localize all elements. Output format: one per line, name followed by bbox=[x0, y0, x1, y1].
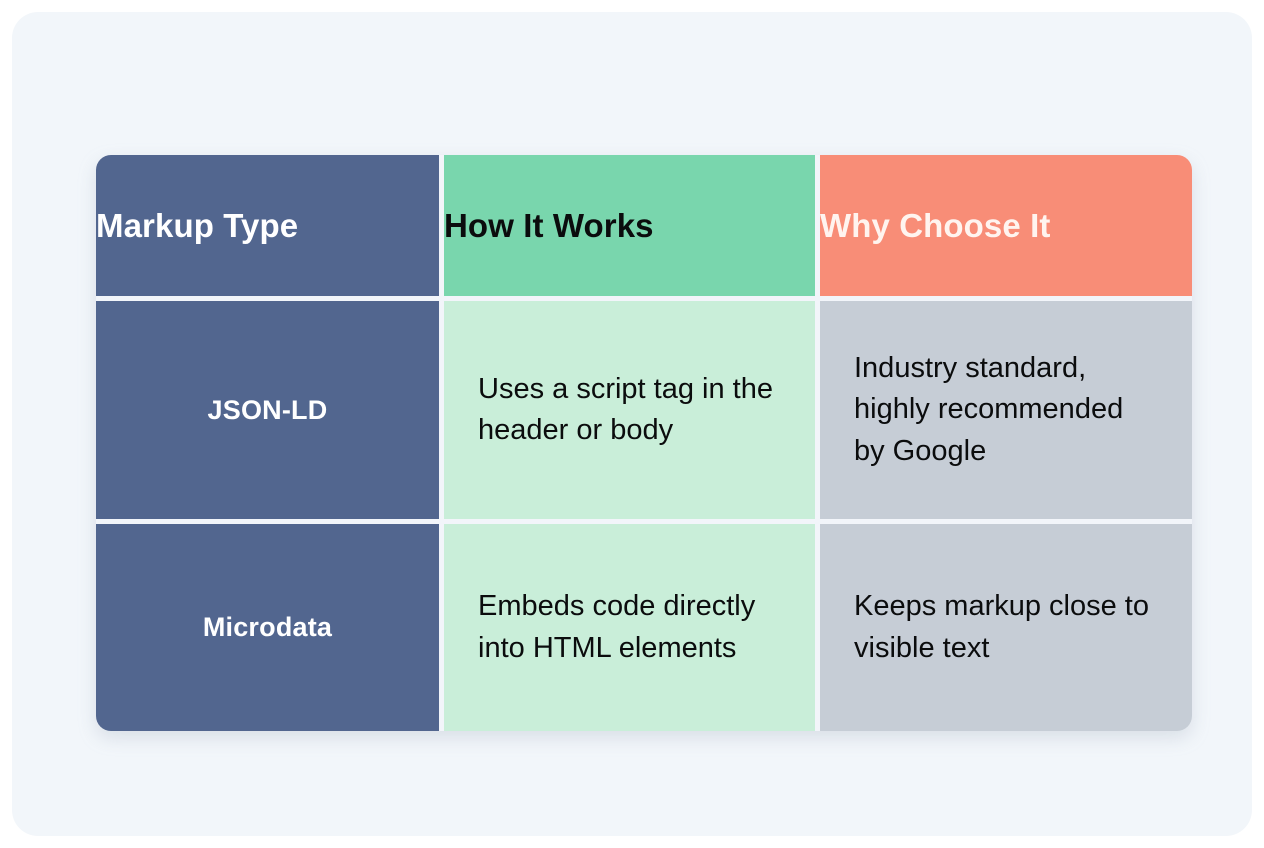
header-label-why-choose-it: Why Choose It bbox=[820, 206, 1051, 244]
header-label-how-it-works: How It Works bbox=[444, 206, 654, 244]
cell-why-choose-it: Keeps markup close to visible text bbox=[820, 524, 1192, 731]
value-markup-type: Microdata bbox=[202, 612, 333, 642]
markup-comparison-table: Markup Type How It Works Why Choose It bbox=[96, 155, 1192, 731]
value-why-choose-it: Industry standard, highly recommended by… bbox=[854, 352, 1124, 467]
cell-how-it-works: Uses a script tag in the header or body bbox=[444, 301, 820, 524]
table-header-row: Markup Type How It Works Why Choose It bbox=[96, 155, 1192, 301]
value-markup-type: JSON-LD bbox=[207, 394, 328, 425]
comparison-table-container: Markup Type How It Works Why Choose It bbox=[96, 155, 1192, 731]
table-row: Microdata Embeds code directly into HTML… bbox=[96, 524, 1192, 731]
cell-markup-type: Microdata bbox=[96, 524, 444, 731]
value-why-choose-it: Keeps markup close to visible text bbox=[854, 590, 1149, 664]
cell-markup-type: JSON-LD bbox=[96, 301, 444, 524]
header-cell-how-it-works: How It Works bbox=[444, 155, 820, 301]
table-row: JSON-LD Uses a script tag in the header … bbox=[96, 301, 1192, 524]
value-how-it-works: Embeds code directly into HTML elements bbox=[478, 590, 756, 664]
header-cell-markup-type: Markup Type bbox=[96, 155, 444, 301]
header-cell-why-choose-it: Why Choose It bbox=[820, 155, 1192, 301]
value-how-it-works: Uses a script tag in the header or body bbox=[478, 372, 773, 446]
page-card: Markup Type How It Works Why Choose It bbox=[12, 12, 1252, 836]
cell-why-choose-it: Industry standard, highly recommended by… bbox=[820, 301, 1192, 524]
cell-how-it-works: Embeds code directly into HTML elements bbox=[444, 524, 820, 731]
header-label-markup-type: Markup Type bbox=[96, 206, 299, 244]
